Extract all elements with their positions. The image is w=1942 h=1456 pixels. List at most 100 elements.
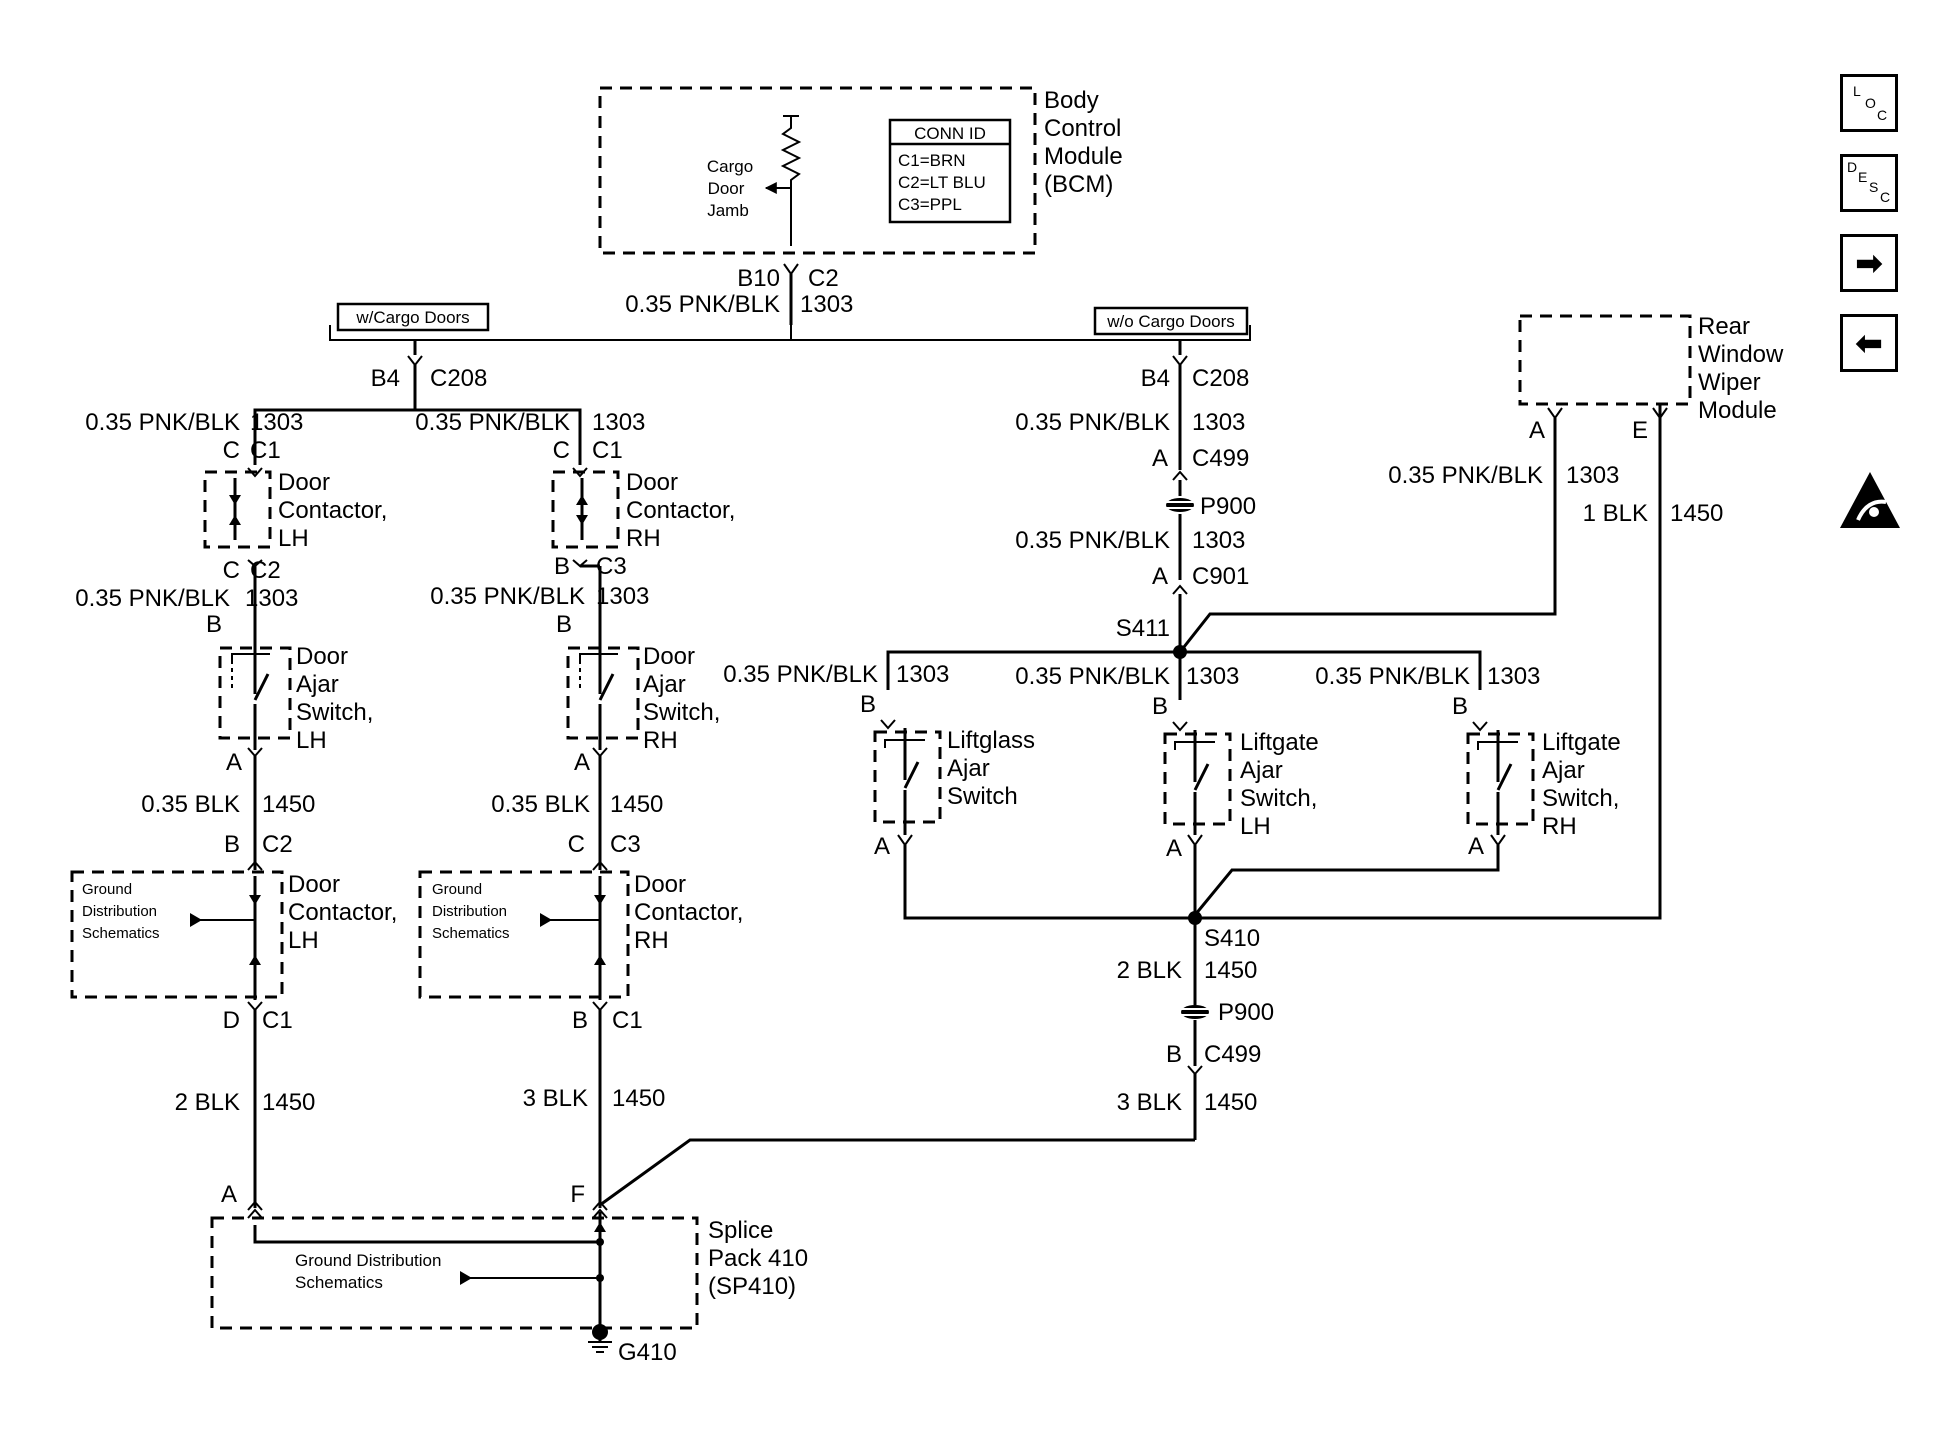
option-with-cargo: w/Cargo Doors <box>355 308 469 327</box>
svg-text:G410: G410 <box>618 1339 677 1366</box>
svg-text:0.35 PNK/BLK: 0.35 PNK/BLK <box>1015 409 1170 436</box>
svg-text:3 BLK: 3 BLK <box>1117 1089 1182 1116</box>
liftgate-ajar-switch-rh: 0.35 PNK/BLK 1303 B Liftgate Ajar Switch… <box>1193 663 1621 916</box>
svg-text:E: E <box>1632 417 1648 444</box>
ground-distribution-rh <box>418 870 630 999</box>
bcm-label: (BCM) <box>1044 171 1113 198</box>
conn-id-row: C2=LT BLU <box>898 173 986 192</box>
svg-text:0.35 PNK/BLK: 0.35 PNK/BLK <box>1388 462 1543 489</box>
svg-text:Liftgate: Liftgate <box>1542 729 1621 756</box>
svg-text:1303: 1303 <box>1566 462 1619 489</box>
cargo-jamb-line: Cargo <box>707 157 753 176</box>
svg-text:C1: C1 <box>592 437 623 464</box>
svg-text:C208: C208 <box>1192 365 1249 392</box>
svg-text:Door: Door <box>278 469 330 496</box>
svg-text:P900: P900 <box>1200 493 1256 520</box>
svg-text:B: B <box>554 553 570 580</box>
svg-text:Liftgate: Liftgate <box>1240 729 1319 756</box>
svg-text:A: A <box>874 833 890 860</box>
svg-text:Module: Module <box>1698 397 1777 424</box>
svg-text:Contactor,: Contactor, <box>278 497 387 524</box>
svg-text:RH: RH <box>626 525 661 552</box>
liftgate-branch: B4 C208 0.35 PNK/BLK 1303 A C499 P900 0.… <box>599 340 1662 1207</box>
svg-text:B: B <box>1452 693 1468 720</box>
svg-text:3 BLK: 3 BLK <box>523 1085 588 1112</box>
svg-text:0.35 PNK/BLK: 0.35 PNK/BLK <box>723 661 878 688</box>
previous-page-button[interactable]: ⬅ <box>1840 314 1898 372</box>
arrow-left-icon: ⬅ <box>1855 325 1883 361</box>
svg-text:B: B <box>224 831 240 858</box>
svg-text:1303: 1303 <box>250 409 303 436</box>
svg-text:B4: B4 <box>371 365 400 392</box>
svg-text:Window: Window <box>1698 341 1784 368</box>
rh-door-branch: 0.35 PNK/BLK 1303 C C1 Door Contactor, R… <box>415 409 743 1211</box>
svg-text:A: A <box>1152 563 1168 590</box>
svg-text:RH: RH <box>643 727 678 754</box>
svg-text:Schematics: Schematics <box>295 1273 383 1292</box>
door-contactor-rh-top <box>551 470 620 549</box>
svg-text:B: B <box>1166 1041 1182 1068</box>
svg-text:C2: C2 <box>250 557 281 584</box>
svg-text:C: C <box>223 437 240 464</box>
svg-text:Splice: Splice <box>708 1217 773 1244</box>
svg-text:Switch,: Switch, <box>643 699 720 726</box>
svg-text:Wiper: Wiper <box>1698 369 1761 396</box>
svg-text:1450: 1450 <box>1204 957 1257 984</box>
desc-letter: S <box>1869 179 1879 195</box>
svg-text:Rear: Rear <box>1698 313 1750 340</box>
svg-text:1450: 1450 <box>612 1085 665 1112</box>
splice-pack-410: Ground Distribution Schematics Splice Pa… <box>210 1208 808 1366</box>
svg-text:Contactor,: Contactor, <box>626 497 735 524</box>
svg-text:1450: 1450 <box>610 791 663 818</box>
svg-text:C2: C2 <box>808 265 839 292</box>
svg-text:0.35 PNK/BLK: 0.35 PNK/BLK <box>1015 527 1170 554</box>
svg-text:1303: 1303 <box>800 291 853 318</box>
svg-text:1450: 1450 <box>262 791 315 818</box>
svg-text:2 BLK: 2 BLK <box>175 1089 240 1116</box>
svg-text:Contactor,: Contactor, <box>288 899 397 926</box>
svg-text:Ajar: Ajar <box>1542 757 1585 784</box>
svg-text:Distribution: Distribution <box>432 903 507 920</box>
svg-text:LH: LH <box>296 727 327 754</box>
option-without-cargo: w/o Cargo Doors <box>1106 312 1235 331</box>
svg-text:Ajar: Ajar <box>1240 757 1283 784</box>
bcm-output-connector: B10 C2 0.35 PNK/BLK 1303 <box>625 263 853 325</box>
svg-text:Door: Door <box>288 871 340 898</box>
svg-text:C3: C3 <box>596 553 627 580</box>
svg-text:0.35 PNK/BLK: 0.35 PNK/BLK <box>415 409 570 436</box>
svg-text:1 BLK: 1 BLK <box>1583 500 1648 527</box>
cargo-jamb-line: Door <box>708 179 745 198</box>
svg-text:Distribution: Distribution <box>82 903 157 920</box>
svg-text:A: A <box>1152 445 1168 472</box>
ground-distribution-lh <box>70 870 284 999</box>
svg-text:C1: C1 <box>612 1007 643 1034</box>
desc-letter: D <box>1847 159 1858 175</box>
next-page-button[interactable]: ➡ <box>1840 234 1898 292</box>
svg-text:2 BLK: 2 BLK <box>1117 957 1182 984</box>
desc-button[interactable]: D E S C <box>1840 154 1898 212</box>
c208-left-connector: B4 C208 <box>253 340 582 430</box>
conn-id-title: CONN ID <box>914 124 986 143</box>
svg-text:A: A <box>1468 833 1484 860</box>
p900-passthrough-top <box>1160 498 1200 512</box>
svg-text:S411: S411 <box>1116 615 1170 642</box>
svg-text:P900: P900 <box>1218 999 1274 1026</box>
svg-text:1303: 1303 <box>1192 527 1245 554</box>
svg-text:LH: LH <box>288 927 319 954</box>
svg-text:(SP410): (SP410) <box>708 1273 796 1300</box>
svg-text:Ajar: Ajar <box>947 755 990 782</box>
svg-text:Schematics: Schematics <box>432 925 510 942</box>
svg-text:Door: Door <box>626 469 678 496</box>
svg-text:1303: 1303 <box>896 661 949 688</box>
svg-text:1450: 1450 <box>1670 500 1723 527</box>
bcm-label: Module <box>1044 143 1123 170</box>
svg-text:0.35 PNK/BLK: 0.35 PNK/BLK <box>1015 663 1170 690</box>
cargo-jamb-line: Jamb <box>707 201 749 220</box>
svg-text:1303: 1303 <box>1487 663 1540 690</box>
svg-text:0.35 PNK/BLK: 0.35 PNK/BLK <box>1315 663 1470 690</box>
svg-text:1303: 1303 <box>245 585 298 612</box>
loc-button[interactable]: L O C <box>1840 74 1898 132</box>
svg-text:LH: LH <box>278 525 309 552</box>
svg-text:0.35 PNK/BLK: 0.35 PNK/BLK <box>625 291 780 318</box>
esd-warning-icon <box>1840 472 1900 528</box>
